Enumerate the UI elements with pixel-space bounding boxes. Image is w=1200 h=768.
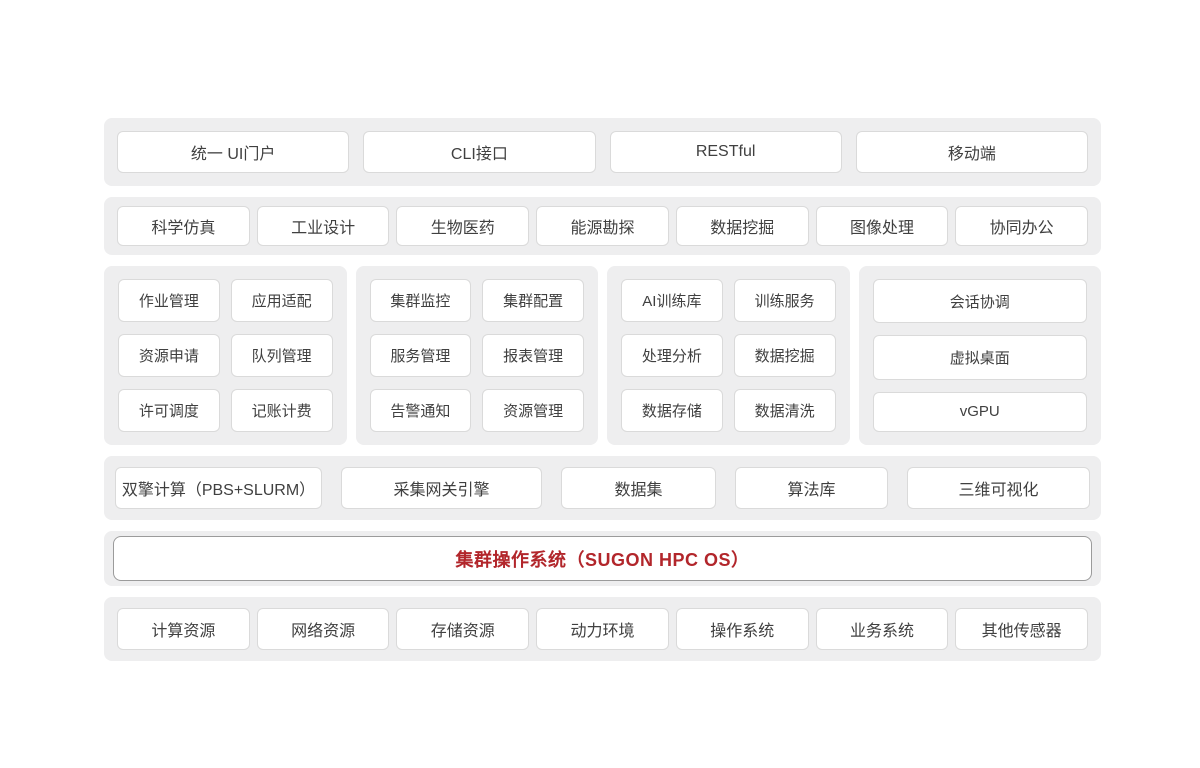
module-box: 集群配置 bbox=[482, 279, 584, 322]
module-box: 虚拟桌面 bbox=[872, 335, 1087, 380]
module-box: 训练服务 bbox=[733, 279, 836, 322]
module-box: 记账计费 bbox=[230, 389, 333, 432]
access-layer-box: RESTful bbox=[609, 131, 842, 173]
module-box: 数据存储 bbox=[621, 389, 723, 432]
module-box: 报表管理 bbox=[482, 334, 584, 377]
module-box: AI训练库 bbox=[621, 279, 723, 322]
module-box: 数据清洗 bbox=[733, 389, 836, 432]
module-box: 应用适配 bbox=[230, 279, 333, 322]
resource-layer-box: 业务系统 bbox=[815, 608, 949, 650]
module-box: 作业管理 bbox=[118, 279, 220, 322]
cluster-os-box: 集群操作系统（SUGON HPC OS） bbox=[113, 536, 1092, 581]
access-layer-band: 统一 UI门户 CLI接口 RESTful 移动端 bbox=[104, 118, 1101, 186]
module-box: 许可调度 bbox=[118, 389, 220, 432]
module-box: 队列管理 bbox=[230, 334, 333, 377]
engine-layer-band: 双擎计算（PBS+SLURM） 采集网关引擎数据集算法库三维可视化 bbox=[104, 456, 1101, 520]
module-box: 集群监控 bbox=[369, 279, 472, 322]
resource-layer-band: 计算资源网络资源存储资源动力环境操作系统业务系统其他传感器 bbox=[104, 597, 1101, 661]
module-group-virtualization: 会话协调虚拟桌面 vGPU bbox=[858, 266, 1101, 445]
engine-layer-box: 算法库 bbox=[735, 467, 888, 509]
application-layer-box: 协同办公 bbox=[955, 206, 1089, 246]
resource-layer-box: 网络资源 bbox=[256, 608, 390, 650]
module-group-cluster-management: 集群监控集群配置服务管理报表管理告警通知资源管理 bbox=[355, 266, 598, 445]
module-box: 告警通知 bbox=[369, 389, 472, 432]
module-box: 资源申请 bbox=[118, 334, 220, 377]
application-layer-band: 科学仿真工业设计生物医药能源勘探数据挖掘图像处理协同办公 bbox=[104, 197, 1101, 255]
module-group-ai-data: AI训练库训练服务处理分析数据挖掘数据存储数据清洗 bbox=[607, 266, 850, 445]
engine-layer-box: 双擎计算（PBS+SLURM） bbox=[115, 467, 322, 509]
resource-layer-box: 其他传感器 bbox=[955, 608, 1089, 650]
application-layer-box: 工业设计 bbox=[256, 206, 390, 246]
module-box: 服务管理 bbox=[369, 334, 472, 377]
os-layer-band: 集群操作系统（SUGON HPC OS） bbox=[104, 531, 1101, 586]
access-layer-box: 统一 UI门户 bbox=[117, 131, 350, 173]
application-layer-box: 图像处理 bbox=[815, 206, 949, 246]
engine-layer-box: 数据集 bbox=[561, 467, 716, 509]
module-box: vGPU bbox=[872, 391, 1087, 432]
module-group-job-management: 作业管理应用适配资源申请队列管理许可调度记账计费 bbox=[104, 266, 347, 445]
application-layer-box: 生物医药 bbox=[396, 206, 530, 246]
application-layer-box: 能源勘探 bbox=[536, 206, 669, 246]
module-box: 数据挖掘 bbox=[733, 334, 836, 377]
resource-layer-box: 操作系统 bbox=[675, 608, 809, 650]
access-layer-box: CLI接口 bbox=[363, 131, 596, 173]
module-layer-row: 作业管理应用适配资源申请队列管理许可调度记账计费集群监控集群配置服务管理报表管理… bbox=[104, 266, 1101, 445]
application-layer-box: 数据挖掘 bbox=[675, 206, 809, 246]
engine-layer-box: 采集网关引擎 bbox=[341, 467, 542, 509]
module-box: 会话协调 bbox=[872, 279, 1087, 324]
engine-layer-box: 三维可视化 bbox=[907, 467, 1090, 509]
resource-layer-box: 动力环境 bbox=[536, 608, 669, 650]
access-layer-box: 移动端 bbox=[855, 131, 1088, 173]
resource-layer-box: 计算资源 bbox=[117, 608, 250, 650]
resource-layer-box: 存储资源 bbox=[396, 608, 530, 650]
application-layer-box: 科学仿真 bbox=[117, 206, 250, 246]
module-box: 资源管理 bbox=[482, 389, 584, 432]
module-box: 处理分析 bbox=[621, 334, 723, 377]
